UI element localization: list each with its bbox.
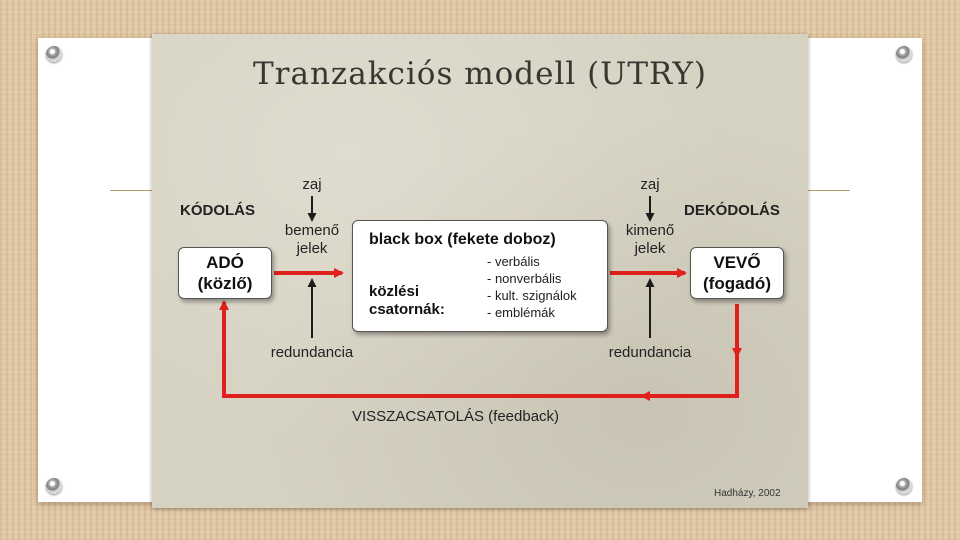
- feedback-path: [642, 356, 737, 396]
- noise-right-label: zaj: [630, 176, 670, 194]
- output-signals-line1: kimenő: [610, 222, 690, 240]
- sender-box: ADÓ (közlő): [178, 247, 272, 299]
- channels-line1: közlési: [369, 283, 419, 301]
- channel-item: - verbális: [487, 253, 577, 270]
- receiver-line1: VEVŐ: [691, 252, 783, 273]
- channel-item: - emblémák: [487, 304, 577, 321]
- pin-icon: [46, 46, 62, 62]
- diagram-image: Tranzakciós modell (UTRY) KÓDOLÁS DEKÓDO…: [152, 34, 808, 508]
- channel-item: - kult. szignálok: [487, 287, 577, 304]
- channel-items: - verbális - nonverbális - kult. szignál…: [487, 253, 577, 321]
- receiver-box: VEVŐ (fogadó): [690, 247, 784, 299]
- receiver-line2: (fogadó): [691, 273, 783, 294]
- title-rule-right: [806, 190, 850, 191]
- noise-left-label: zaj: [292, 176, 332, 194]
- output-signals-label: kimenő jelek: [610, 222, 690, 258]
- decoding-label: DEKÓDOLÁS: [684, 202, 780, 220]
- sender-line1: ADÓ: [179, 252, 271, 273]
- black-box: black box (fekete doboz) közlési csatorn…: [352, 220, 608, 332]
- channels-line2: csatornák:: [369, 301, 445, 319]
- input-signals-line2: jelek: [272, 240, 352, 258]
- pin-icon: [896, 46, 912, 62]
- sender-line2: (közlő): [179, 273, 271, 294]
- channel-item: - nonverbális: [487, 270, 577, 287]
- pin-icon: [896, 478, 912, 494]
- output-signals-line2: jelek: [610, 240, 690, 258]
- encoding-label: KÓDOLÁS: [180, 202, 255, 220]
- redundancy-right-label: redundancia: [590, 344, 710, 362]
- feedback-label: VISSZACSATOLÁS (feedback): [352, 408, 559, 426]
- pin-icon: [46, 478, 62, 494]
- input-signals-label: bemenő jelek: [272, 222, 352, 258]
- credit-text: Hadházy, 2002: [714, 488, 781, 499]
- input-signals-line1: bemenő: [272, 222, 352, 240]
- black-box-title: black box (fekete doboz): [369, 231, 556, 249]
- title-rule-left: [110, 190, 152, 191]
- redundancy-left-label: redundancia: [252, 344, 372, 362]
